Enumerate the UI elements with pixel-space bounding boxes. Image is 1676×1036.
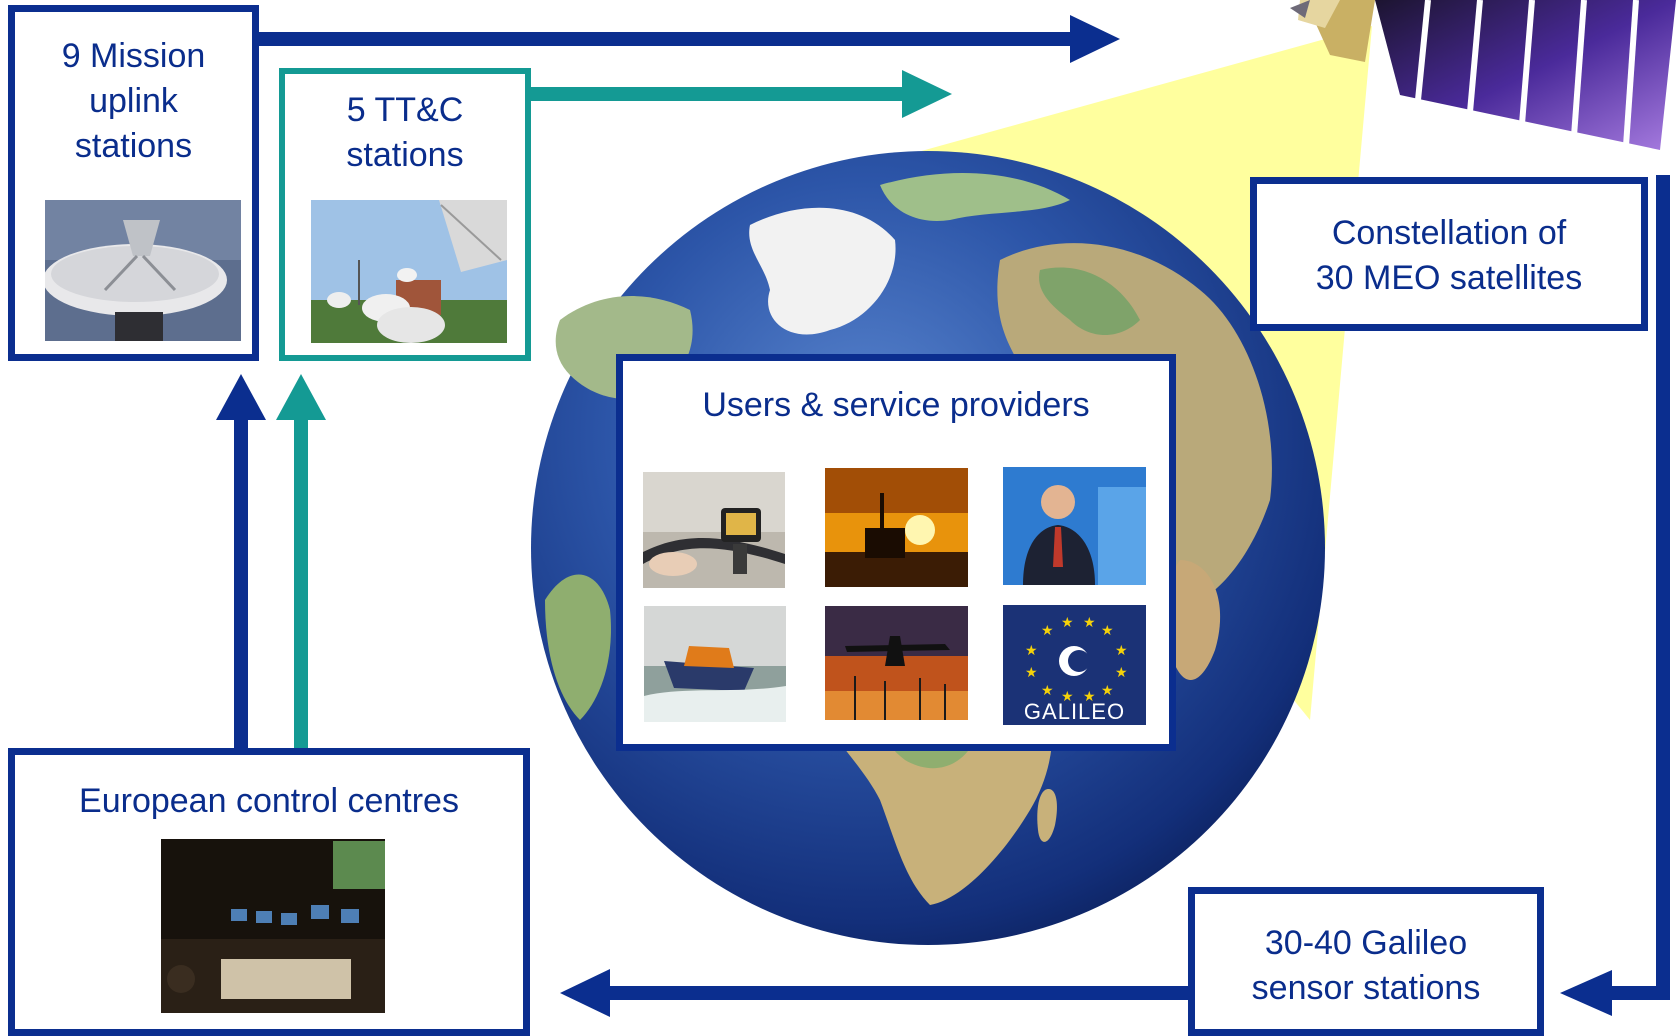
users-box: Users & service providers — [616, 354, 1176, 751]
sensor-label-line-1: 30-40 Galileo — [1264, 924, 1468, 962]
control-centres-box: European control centres — [8, 748, 530, 1036]
svg-text:★: ★ — [1025, 642, 1038, 658]
svg-text:★: ★ — [1041, 622, 1054, 638]
sensor-stations-box: 30-40 Galileo sensor stations — [1188, 887, 1544, 1036]
control-room-photo — [161, 839, 385, 1013]
lifeboat-photo — [644, 606, 786, 722]
uplink-label-line-1: 9 Mission — [61, 37, 206, 75]
users-title: Users & service providers — [702, 386, 1090, 424]
svg-text:★: ★ — [1061, 688, 1074, 704]
airplane-landing-photo — [825, 606, 968, 720]
svg-text:★: ★ — [1025, 664, 1038, 680]
ttc-label-line-1: 5 TT&C — [346, 91, 464, 129]
svg-text:★: ★ — [1115, 664, 1128, 680]
constellation-label-line-2: 30 MEO satellites — [1315, 259, 1583, 297]
satellite-image — [1290, 0, 1676, 150]
dish-antenna-photo — [45, 200, 241, 341]
arrow-control-to-ttc — [276, 374, 326, 752]
galileo-logo-text: GALILEO — [1023, 699, 1126, 724]
ttc-label-line-2: stations — [346, 136, 464, 174]
ground-station-dishes-photo — [311, 200, 507, 343]
arrow-sensors-to-control — [560, 969, 1195, 1017]
sensor-label-line-2: sensor stations — [1251, 969, 1481, 1007]
svg-text:★: ★ — [1041, 682, 1054, 698]
constellation-box: Constellation of 30 MEO satellites — [1250, 177, 1648, 331]
ttc-stations-box: 5 TT&C stations — [279, 68, 531, 361]
arrow-control-to-uplink — [216, 374, 266, 752]
svg-text:★: ★ — [1101, 682, 1114, 698]
control-label: European control centres — [79, 782, 459, 820]
arrow-ttc-to-satellite — [528, 70, 952, 118]
constellation-label-line-1: Constellation of — [1331, 214, 1567, 252]
svg-text:★: ★ — [1115, 642, 1128, 658]
oil-rig-sunset-photo — [825, 468, 968, 587]
car-navigation-photo — [643, 472, 785, 588]
galileo-logo: ★★★★ ★★ ★★ ★★★★ GALILEO — [1003, 605, 1146, 725]
uplink-stations-box: 9 Mission uplink stations — [8, 5, 259, 361]
uplink-label-line-3: stations — [74, 127, 193, 165]
svg-text:★: ★ — [1101, 622, 1114, 638]
svg-text:★: ★ — [1083, 614, 1096, 630]
svg-text:★: ★ — [1083, 688, 1096, 704]
arrow-uplink-to-satellite — [258, 15, 1120, 63]
businessman-phone-photo — [1003, 467, 1146, 585]
arrow-satellite-to-sensors — [1560, 175, 1670, 1016]
svg-text:★: ★ — [1061, 614, 1074, 630]
uplink-label-line-2: uplink — [89, 82, 178, 120]
